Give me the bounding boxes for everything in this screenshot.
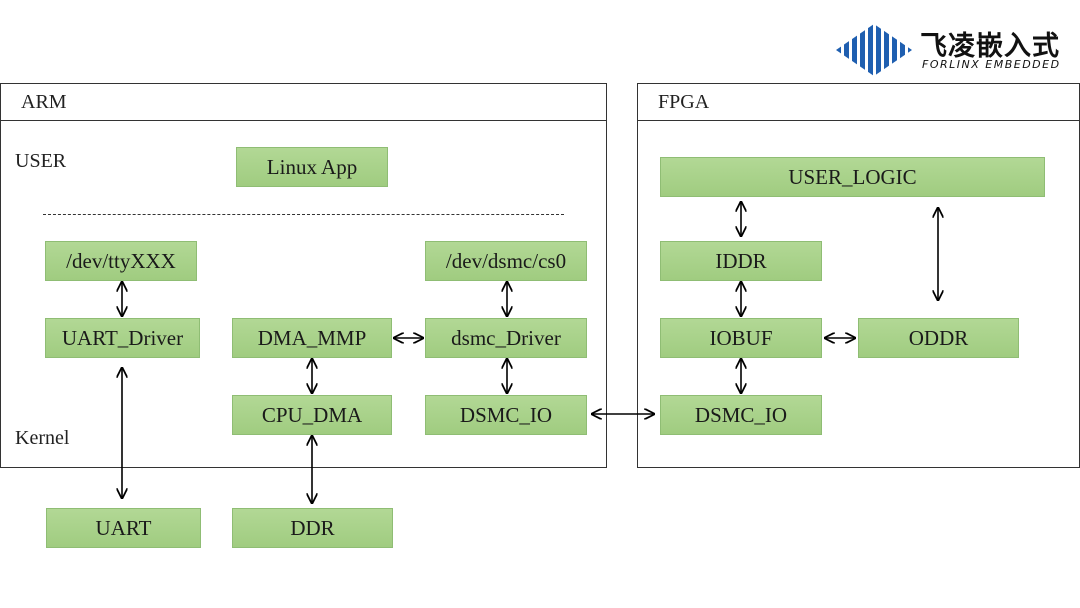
uart-block: UART xyxy=(46,508,201,548)
dma-mmp-block: DMA_MMP xyxy=(232,318,392,358)
diamond-stripes-logo-icon xyxy=(836,24,912,76)
user-logic-block: USER_LOGIC xyxy=(660,157,1045,197)
user-kernel-divider xyxy=(43,214,564,215)
linux-app-block: Linux App xyxy=(236,147,388,187)
cpu-dma-block: CPU_DMA xyxy=(232,395,392,435)
iddr-block: IDDR xyxy=(660,241,822,281)
oddr-block: ODDR xyxy=(858,318,1019,358)
dev-tty-block: /dev/ttyXXX xyxy=(45,241,197,281)
ddr-block: DDR xyxy=(232,508,393,548)
arm-dsmc-io-block: DSMC_IO xyxy=(425,395,587,435)
forlinx-logo: 飞凌嵌入式 FORLINX EMBEDDED xyxy=(834,22,1074,78)
dsmc-driver-block: dsmc_Driver xyxy=(425,318,587,358)
kernel-space-label: Kernel xyxy=(15,427,70,449)
fpga-dsmc-io-block: DSMC_IO xyxy=(660,395,822,435)
logo-name-cn: 飞凌嵌入式 xyxy=(920,31,1060,62)
uart-driver-block: UART_Driver xyxy=(45,318,200,358)
arm-title: ARM xyxy=(1,84,606,121)
dev-dsmc-block: /dev/dsmc/cs0 xyxy=(425,241,587,281)
logo-name-en: FORLINX EMBEDDED xyxy=(922,58,1061,71)
user-space-label: USER xyxy=(15,150,67,172)
iobuf-block: IOBUF xyxy=(660,318,822,358)
fpga-title: FPGA xyxy=(638,84,1079,121)
